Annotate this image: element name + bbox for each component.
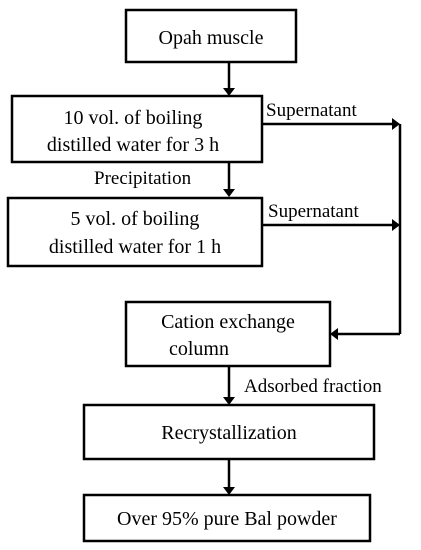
node-opah-muscle-label: Opah muscle [159, 27, 264, 49]
node-boiling-10vol: 10 vol. of boiling distilled water for 3… [10, 94, 264, 164]
node-opah-muscle: Opah muscle [124, 8, 298, 64]
node-boiling-5vol: 5 vol. of boiling distilled water for 1 … [6, 196, 264, 268]
arrowhead-supernatant-2 [392, 219, 400, 231]
node-boiling-5vol-line2: distilled water for 1 h [49, 236, 221, 258]
arrowhead-opah-to-boiling10 [223, 88, 235, 96]
node-recrystallization: Recrystallization [82, 403, 376, 461]
node-boiling-5vol-box [6, 196, 264, 268]
node-recrystallization-label: Recrystallization [161, 422, 297, 444]
node-cation-exchange-box [124, 300, 332, 368]
node-cation-exchange-line1: Cation exchange [161, 311, 295, 333]
edge-label-supernatant-2: Supernatant [268, 201, 359, 222]
node-boiling-10vol-box [10, 94, 264, 164]
edge-label-adsorbed-fraction: Adsorbed fraction [244, 376, 382, 397]
arrowhead-supernatant-1 [392, 118, 400, 130]
node-opah-muscle-box [124, 8, 298, 64]
node-final-product: Over 95% pure Bal powder [82, 493, 372, 543]
edge-label-precipitation: Precipitation [94, 168, 192, 189]
node-cation-exchange-line2: column [169, 338, 229, 360]
node-final-product-label: Over 95% pure Bal powder [117, 508, 337, 530]
edge-label-supernatant-1: Supernatant [266, 100, 357, 121]
arrowhead-precipitation [223, 189, 235, 197]
arrowhead-collector-to-cation [330, 328, 338, 340]
arrowhead-adsorbed-fraction [223, 397, 235, 405]
node-boiling-5vol-line1: 5 vol. of boiling [71, 208, 200, 230]
arrowhead-recryst-to-final [223, 487, 235, 495]
node-cation-exchange: Cation exchange column [124, 300, 332, 368]
node-boiling-10vol-line2: distilled water for 3 h [47, 134, 219, 156]
node-final-product-box [82, 493, 372, 543]
node-boiling-10vol-line1: 10 vol. of boiling [64, 107, 203, 129]
